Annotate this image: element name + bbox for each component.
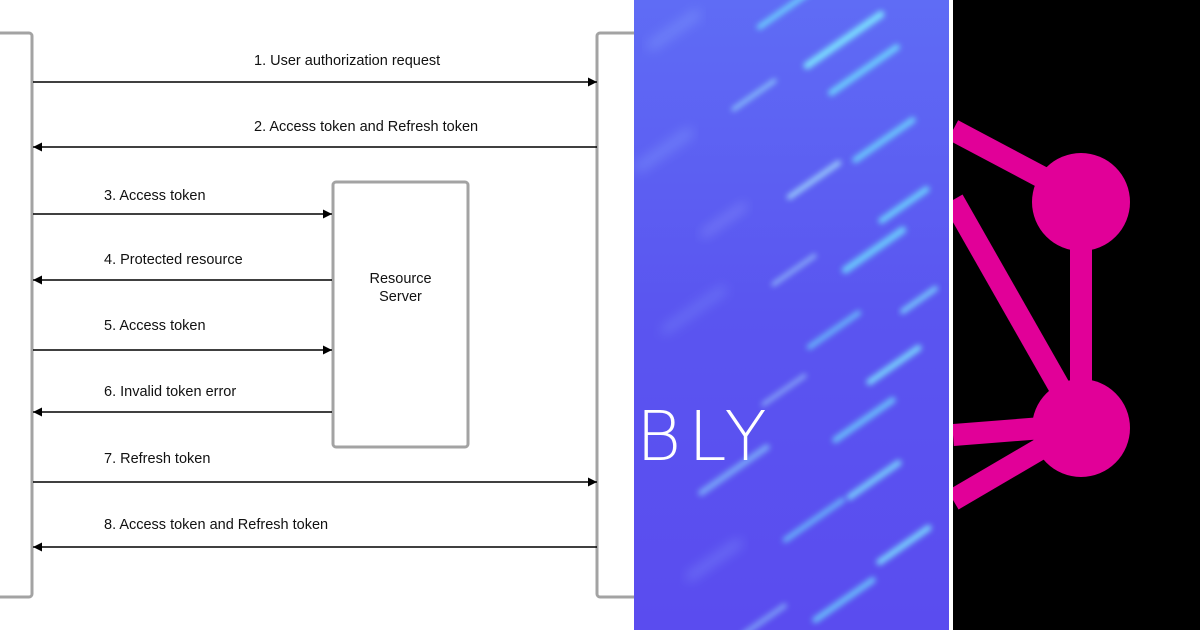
step-5-label: 5. Access token: [104, 318, 206, 334]
authorization-server-lifeline: [595, 31, 634, 599]
motion-streak: [866, 344, 922, 386]
motion-streak: [731, 78, 777, 112]
motion-streak: [806, 310, 862, 350]
step-3-label: 3. Access token: [104, 188, 206, 204]
step-2-label: 2. Access token and Refresh token: [254, 119, 479, 135]
step-7-label: 7. Refresh token: [104, 451, 211, 467]
motion-streak: [685, 539, 743, 581]
motion-streak: [852, 117, 916, 163]
motion-streak: [761, 373, 807, 407]
motion-streak: [878, 186, 930, 224]
graph-node: [1032, 379, 1130, 477]
motion-streak: [646, 9, 702, 51]
motion-streak: [786, 160, 842, 200]
motion-streak: [803, 10, 885, 70]
streak-background-graphic: [634, 0, 949, 630]
sequence-diagram-panel: 1. User authorization request 2. Access …: [0, 31, 634, 599]
motion-streak: [841, 226, 907, 274]
step-6-label: 6. Invalid token error: [104, 384, 237, 400]
motion-streak: [756, 0, 803, 30]
motion-streak: [782, 497, 846, 543]
graph-node: [1032, 153, 1130, 251]
motion-streak: [876, 524, 932, 566]
resource-server-label-line2: Server: [379, 289, 422, 305]
resource-server-box: [331, 180, 470, 449]
sequence-diagram-graphic: [0, 31, 634, 599]
motion-streak: [701, 203, 747, 237]
motion-streak: [634, 127, 694, 173]
panel-divider: [949, 0, 953, 630]
brand-text-fragment: BLY: [636, 397, 774, 477]
motion-streak: [698, 444, 770, 496]
step-4-label: 4. Protected resource: [104, 252, 243, 268]
graph-nodes-icon: [953, 120, 1130, 510]
motion-streak: [900, 286, 938, 314]
promo-image-panel: [634, 0, 949, 630]
motion-streak: [828, 44, 900, 96]
step-8-label: 8. Access token and Refresh token: [104, 517, 329, 533]
client-lifeline: [0, 31, 34, 599]
resource-server-label-line1: Resource: [369, 271, 432, 287]
graph-logo-panel: [953, 0, 1200, 630]
motion-streak: [661, 286, 727, 334]
step-1-label: 1. User authorization request: [254, 53, 441, 69]
motion-streak: [771, 253, 817, 287]
motion-streak: [846, 459, 902, 501]
motion-streak: [832, 397, 896, 443]
motion-streak: [812, 577, 876, 623]
